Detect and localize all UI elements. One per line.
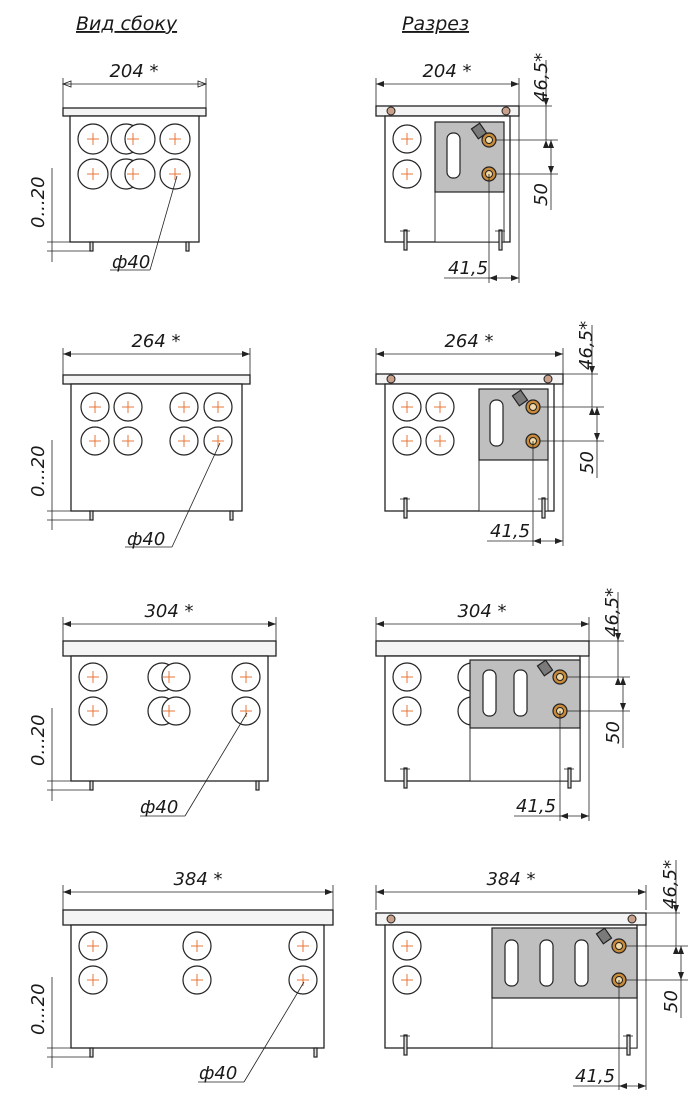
width-dimension-4: 384 * (173, 869, 222, 890)
offset-dimension-1: 41,5 (448, 258, 488, 279)
diameter-label-2: ф40 (127, 529, 165, 550)
section-view-3: 304 * (375, 588, 630, 821)
width-dimension-2: 264 * (131, 331, 180, 352)
section-view-1: 204 * (375, 53, 558, 283)
offset-dimension-4: 41,5 (575, 1066, 615, 1087)
row-1: 204 * 0...20 ф40 (28, 53, 558, 283)
side-view-3: 304 * 0...20 ф40 (28, 601, 277, 818)
header-section: Разрез (402, 13, 469, 35)
mid-dimension-2: 50 (577, 451, 598, 474)
diameter-label-1: ф40 (112, 252, 150, 273)
width-dimension-section-2: 264 * (444, 331, 493, 352)
side-height-dimension-2: 0...20 (28, 445, 49, 497)
top-dimension-1: 46,5* (531, 53, 552, 102)
section-view-2: 264 * (375, 321, 604, 546)
width-dimension-section-1: 204 * (422, 61, 471, 82)
width-dimension-section-3: 304 * (457, 601, 506, 622)
side-height-dimension-3: 0...20 (28, 714, 49, 766)
section-view-4: 384 * (375, 860, 688, 1090)
side-view-2: 264 * 0...20 (28, 331, 251, 550)
top-dimension-2: 46,5* (576, 321, 597, 370)
row-4: 384 * 0...20 ф40 (28, 860, 688, 1090)
side-height-dimension-4: 0...20 (28, 983, 49, 1035)
side-view-4: 384 * 0...20 ф40 (28, 869, 334, 1084)
row-3: 304 * 0...20 ф40 (28, 588, 630, 821)
mid-dimension-1: 50 (531, 183, 552, 206)
top-dimension-3: 46,5* (602, 588, 623, 637)
width-dimension-1: 204 * (109, 61, 158, 82)
diameter-label-4: ф40 (199, 1063, 237, 1084)
offset-dimension-3: 41,5 (516, 796, 556, 817)
row-2: 264 * 0...20 (28, 321, 604, 550)
width-dimension-section-4: 384 * (486, 869, 535, 890)
top-dimension-4: 46,5* (660, 860, 681, 909)
side-height-dimension-1: 0...20 (28, 176, 49, 228)
header-side-view: Вид сбоку (76, 13, 178, 35)
side-view-1: 204 * 0...20 ф40 (28, 61, 208, 273)
diameter-label-3: ф40 (140, 797, 178, 818)
mid-dimension-3: 50 (603, 721, 624, 744)
offset-dimension-2: 41,5 (490, 521, 530, 542)
mid-dimension-4: 50 (661, 990, 682, 1013)
width-dimension-3: 304 * (144, 601, 193, 622)
